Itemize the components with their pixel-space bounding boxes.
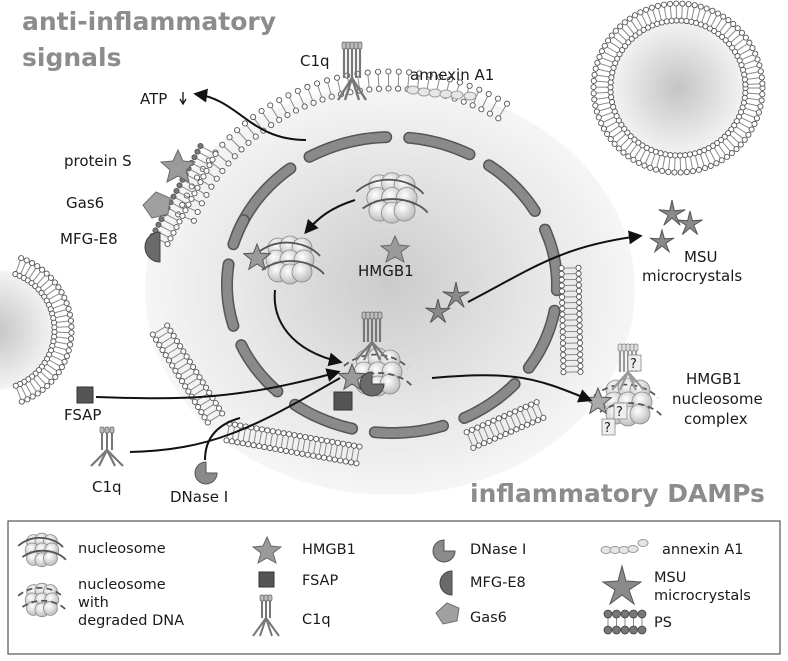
legend-msu-line2: microcrystals: [654, 588, 751, 604]
legend-c1q: C1q: [302, 612, 331, 628]
dnase-icon: [194, 461, 218, 485]
legend-mfge8: MFG-E8: [470, 575, 526, 591]
down-arrow-icon: [179, 92, 187, 106]
label-hmgb1: HMGB1: [358, 262, 414, 280]
label-dnase: DNase I: [170, 488, 228, 506]
legend-annexin-icon: [600, 539, 649, 554]
vesicle-membrane: [590, 0, 766, 176]
label-fsap: FSAP: [64, 406, 101, 424]
legend-gas6-icon: [435, 602, 460, 625]
membrane-fragment-bottom-right: [463, 399, 547, 451]
legend-gas6: Gas6: [470, 610, 507, 626]
legend-hmgb1: HMGB1: [302, 542, 356, 558]
question-mark: ?: [616, 405, 623, 420]
question-mark: ?: [604, 421, 611, 436]
label-atp: ATP: [140, 90, 167, 108]
heading-anti-inflammatory: anti-inflammatory: [22, 7, 276, 36]
legend-msu-line1: MSU: [654, 570, 686, 586]
legend-msu-icon: [601, 564, 643, 606]
arrow-fsap: [95, 368, 341, 400]
legend-nucleosome-icon: [17, 532, 67, 568]
cell-membrane: [149, 68, 511, 248]
legend-dnase-icon: [432, 539, 456, 563]
nuclear-envelope-fragments: [220, 131, 564, 440]
nucleus: [220, 131, 564, 440]
atp-release-arrow: [193, 88, 307, 141]
legend-ps: PS: [654, 615, 672, 631]
apoptotic-vesicle-right: [590, 0, 766, 176]
protein-s-icon: [159, 148, 197, 183]
label-gas6: Gas6: [66, 194, 104, 212]
legend-degraded-line1: nucleosome: [78, 577, 166, 593]
nucleosome-complex-center: [333, 311, 413, 411]
label-c1q-top: C1q: [300, 52, 330, 70]
arrow-to-complex: [273, 289, 343, 367]
label-mfge8: MFG-E8: [60, 230, 118, 248]
legend-c1q-icon: [252, 594, 280, 637]
hmgb1-icon-free: [379, 234, 411, 264]
heading-signals: signals: [22, 43, 121, 72]
label-complex-nucleosome: nucleosome: [672, 390, 763, 408]
label-microcrystals: microcrystals: [642, 267, 742, 285]
legend-fsap: FSAP: [302, 573, 338, 589]
arrow-c1q: [129, 377, 341, 453]
left-vesicle-membrane: [12, 255, 75, 405]
legend-degraded-line2: with: [78, 595, 109, 611]
label-c1q-bottom: C1q: [92, 478, 122, 496]
annexin-icon: [406, 85, 477, 101]
arrow-complex-release: [431, 374, 593, 403]
membrane-fragment-right: [558, 264, 584, 376]
msu-crystals-outside: [648, 199, 703, 254]
legend-mfge8-icon: [439, 570, 453, 596]
hmgb1-nucleosome-complex: ???: [583, 343, 663, 436]
legend-ps-icon: [603, 609, 647, 635]
legend-annexin: annexin A1: [662, 542, 744, 558]
arrow-dnase: [204, 417, 241, 461]
membrane-fragment-bottom: [223, 420, 363, 467]
arrow-msu-release: [467, 230, 643, 303]
question-mark: ?: [630, 357, 637, 372]
legend-hmgb1-icon: [251, 535, 283, 565]
legend-box: [7, 520, 781, 655]
legend-fsap-icon: [258, 571, 275, 588]
fsap-icon: [76, 386, 94, 404]
label-complex-complex: complex: [684, 410, 748, 428]
heading-inflammatory-damps: inflammatory DAMPs: [470, 479, 765, 508]
label-annexin: annexin A1: [410, 66, 494, 84]
label-msu: MSU: [684, 248, 717, 266]
membrane-fragment-left: [149, 322, 226, 426]
legend-nucleosome: nucleosome: [78, 541, 166, 557]
legend-degraded-nucleosome-icon: [17, 582, 67, 618]
c1q-icon-top: [336, 41, 368, 101]
legend-degraded-line3: degraded DNA: [78, 613, 184, 629]
c1q-icon-bottom: [90, 426, 124, 467]
legend-dnase: DNase I: [470, 542, 526, 558]
gas6-icon: [142, 191, 171, 219]
msu-crystals-inside: [425, 281, 470, 323]
nucleosome-hmgb1-bound: [242, 235, 325, 285]
arrow-nucleosome-to-hmgb1: [304, 199, 356, 235]
label-protein-s: protein S: [64, 152, 132, 170]
mfge8-icon: [144, 231, 161, 263]
label-complex-hmgb1: HMGB1: [686, 370, 742, 388]
apoptotic-vesicle-left: [0, 255, 75, 405]
nucleosome-top: [355, 172, 429, 224]
